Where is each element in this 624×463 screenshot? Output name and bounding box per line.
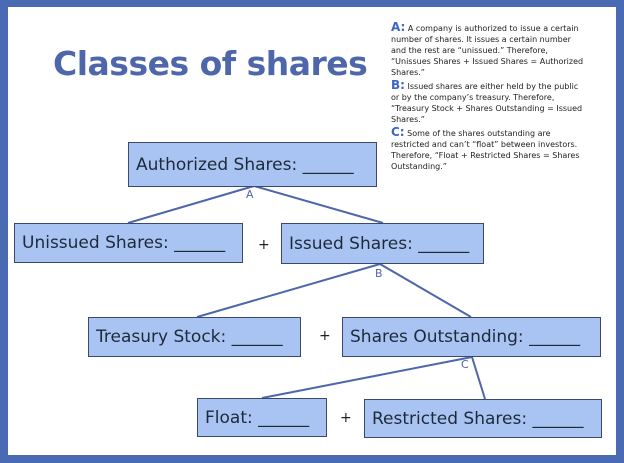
note-a-key: A: — [391, 20, 406, 34]
note-b: B: Issued shares are either held by the … — [391, 78, 586, 125]
connector-a-issued — [253, 185, 384, 224]
note-b-key: B: — [391, 78, 405, 92]
plus-sign-row1: + — [258, 237, 270, 253]
note-a-text: A company is authorized to issue a certa… — [391, 24, 584, 77]
issued-shares-box: Issued Shares: ______ — [281, 223, 484, 264]
note-b-text: Issued shares are either held by the pub… — [391, 82, 583, 124]
treasury-stock-box: Treasury Stock: ______ — [88, 317, 301, 357]
connector-c-restricted — [471, 356, 486, 400]
note-c: C: Some of the shares outstanding are re… — [391, 125, 586, 172]
label-a: A — [246, 188, 254, 201]
float-box: Float: ______ — [197, 398, 327, 437]
label-c: C — [461, 358, 469, 371]
plus-sign-row2: + — [319, 328, 331, 344]
note-c-text: Some of the shares outstanding are restr… — [391, 129, 580, 171]
connector-a-unissued — [127, 185, 255, 224]
connector-b-treasury — [196, 263, 381, 318]
plus-sign-row3: + — [340, 410, 352, 426]
note-a: A: A company is authorized to issue a ce… — [391, 20, 586, 78]
connector-b-outstanding — [379, 263, 472, 318]
authorized-shares-box: Authorized Shares: ______ — [128, 142, 377, 187]
slide-title: Classes of shares — [53, 44, 368, 83]
shares-outstanding-box: Shares Outstanding: ______ — [342, 317, 601, 357]
note-c-key: C: — [391, 125, 405, 139]
connector-c-float — [261, 356, 473, 399]
label-b: B — [375, 267, 383, 280]
explanation-notes: A: A company is authorized to issue a ce… — [391, 20, 586, 174]
restricted-shares-box: Restricted Shares: ______ — [364, 399, 602, 438]
unissued-shares-box: Unissued Shares: ______ — [14, 223, 243, 263]
